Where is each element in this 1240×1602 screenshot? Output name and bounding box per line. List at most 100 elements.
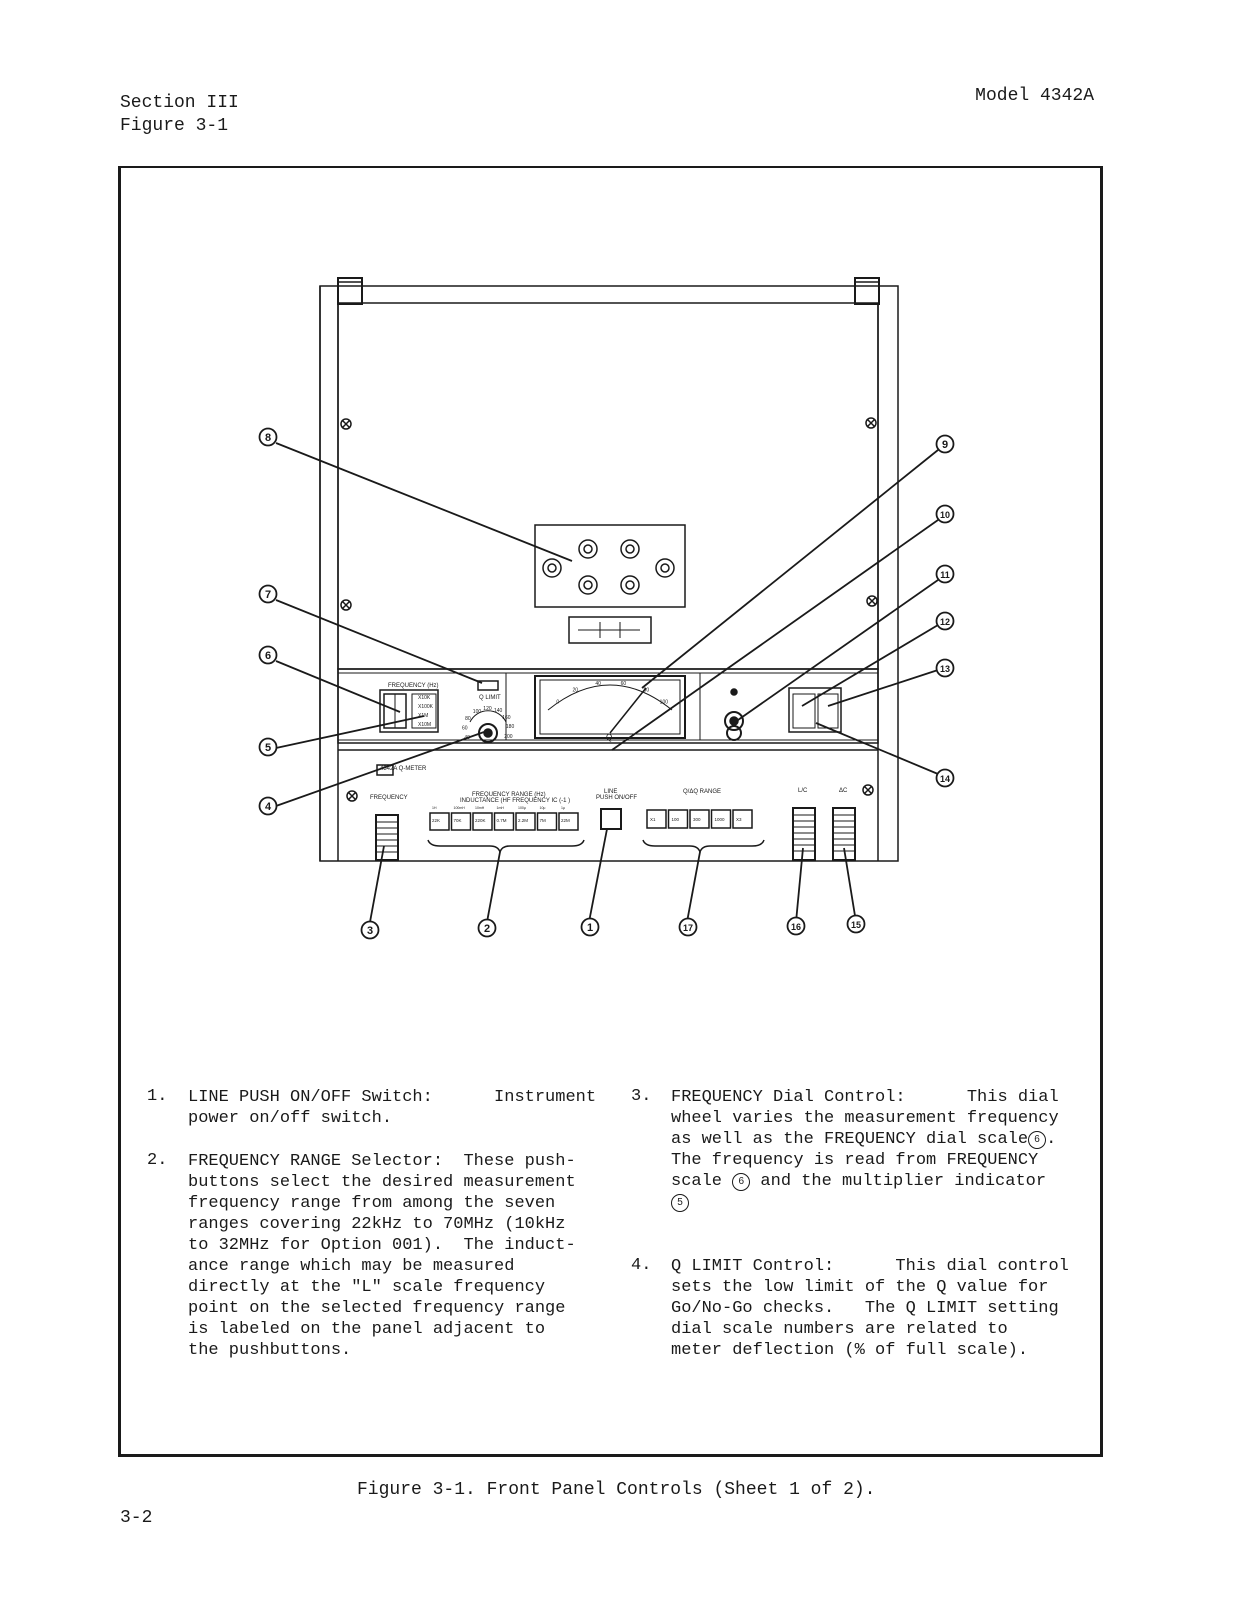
- figure-frame: [118, 166, 1103, 1457]
- q-limit-scale-label: 180: [506, 724, 515, 730]
- item-3-number: 3.: [631, 1087, 652, 1106]
- range-button-label: 0.7M: [497, 818, 507, 823]
- model-plate-label: 4342A Q-METER: [380, 766, 427, 772]
- range-button-icon: [558, 812, 579, 831]
- multiplier-label: X10M: [418, 722, 431, 728]
- callout-9-label: 9: [942, 439, 948, 451]
- callout-7-label: 7: [265, 589, 271, 601]
- callout-7-icon: [258, 584, 278, 604]
- multiplier-label: X100K: [418, 704, 434, 710]
- item-1-text: LINE PUSH ON/OFF Switch: Instrument powe…: [188, 1088, 597, 1128]
- q-range-button-icon: [732, 809, 753, 829]
- q-limit-scale-label: 120: [483, 706, 492, 712]
- q-range-button-label: X1: [650, 817, 656, 822]
- line-switch-icon: [600, 808, 622, 830]
- range-subtitle-label: INDUCTANCE (HF FREQUENCY IC (-1 ): [460, 798, 570, 804]
- callout-3-icon: [360, 920, 380, 940]
- range-button-label: 22K: [432, 818, 440, 823]
- line-sub-label: PUSH ON/OFF: [596, 795, 637, 801]
- q-range-button-label: 100: [672, 817, 680, 822]
- callout-12-label: 12: [940, 617, 950, 627]
- q-limit-scale-label: 160: [502, 715, 511, 721]
- measurement-terminals: [534, 524, 686, 644]
- callout-10-label: 10: [940, 510, 950, 520]
- q-limit-label: Q LIMIT: [479, 695, 501, 701]
- item-3-text: FREQUENCY Dial Control: This dial wheel …: [671, 1087, 1059, 1213]
- callout-13-label: 13: [940, 664, 950, 674]
- instrument-cabinet: [319, 277, 899, 862]
- line-label: LINE: [604, 789, 617, 795]
- item-2-text: FREQUENCY RANGE Selector: These push- bu…: [188, 1152, 576, 1360]
- callout-6-label: 6: [265, 650, 271, 662]
- frequency-dial-label: FREQUENCY (Hz): [388, 683, 439, 689]
- leader-lines: [275, 442, 939, 923]
- frequency-range-buttons: 22K1H70K100mH220K10mH0.7M1mH2.2M100μ7M10…: [429, 806, 579, 831]
- model-label: Model 4342A: [975, 86, 1094, 106]
- meter-q-label: Q: [606, 733, 612, 742]
- q-limit-scale-label: 100: [473, 709, 482, 715]
- item-4-text: Q LIMIT Control: This dial control sets …: [671, 1257, 1069, 1360]
- section-label: Section III: [120, 93, 239, 113]
- meter-scale-label: 60: [621, 681, 627, 687]
- range-button-label: 22M: [561, 818, 570, 823]
- q-range-label: Q/ΔQ RANGE: [683, 789, 721, 795]
- upper-control-strip: [337, 668, 879, 744]
- q-range-button-label: 300: [693, 817, 701, 822]
- callout-5-icon: [258, 737, 278, 757]
- range-inductance-label: 100mH: [454, 806, 466, 810]
- range-inductance-label: 10μ: [540, 806, 546, 810]
- range-title-label: FREQUENCY RANGE (Hz): [472, 792, 546, 798]
- range-inductance-label: 10mH: [475, 806, 485, 810]
- range-button-label: 7M: [540, 818, 547, 823]
- callout-13-icon: [935, 658, 955, 678]
- q-limit-scale-label: 200: [504, 734, 513, 740]
- callout-11-label: 11: [940, 570, 950, 580]
- range-button-label: 70K: [454, 818, 462, 823]
- item-4-number: 4.: [631, 1256, 652, 1275]
- q-range-button-icon: [646, 809, 667, 829]
- q-range-buttons: X1 100 300 1000 X3: [646, 809, 753, 829]
- figure-ref-label: Figure 3-1: [120, 116, 229, 136]
- figure-caption: Figure 3-1. Front Panel Controls (Sheet …: [357, 1480, 876, 1500]
- callout-1-label: 1: [587, 922, 593, 934]
- ref-callout-6-icon: 6: [1028, 1131, 1047, 1149]
- callout-6-icon: [258, 645, 278, 665]
- callout-11-icon: [935, 564, 955, 584]
- callout-16-icon: [786, 916, 806, 936]
- callout-8-icon: [258, 427, 278, 447]
- range-inductance-label: 100μ: [518, 806, 526, 810]
- callout-2-icon: [477, 918, 497, 938]
- q-range-button-icon: [689, 809, 710, 829]
- range-button-icon: [429, 812, 450, 831]
- meter-scale-label: 80: [644, 688, 650, 694]
- callout-17-icon: [678, 917, 698, 937]
- range-button-icon: [515, 812, 536, 831]
- q-range-button-icon: [667, 809, 689, 829]
- q-range-button-label: X3: [736, 817, 742, 822]
- range-inductance-label: 1μ: [561, 806, 565, 810]
- meter-scale-label: 0: [556, 700, 559, 706]
- q-range-button-icon: [710, 809, 732, 829]
- q-limit-scale-label: 140: [494, 708, 503, 714]
- ref-callout-6-icon: 6: [732, 1173, 751, 1191]
- meter-scale-label: 40: [595, 681, 601, 687]
- screw-icon: [340, 417, 878, 802]
- callout-3-label: 3: [367, 925, 373, 937]
- lc-label: L/C: [798, 788, 808, 794]
- multiplier-label: X10K: [418, 695, 431, 701]
- q-limit-scale-label: 60: [462, 725, 468, 731]
- callout-10-icon: [935, 504, 955, 524]
- callout-4-label: 4: [265, 801, 272, 813]
- range-button-icon: [493, 812, 515, 831]
- callout-9-icon: [935, 434, 955, 454]
- range-button-icon: [450, 812, 472, 831]
- callout-15-icon: [846, 914, 866, 934]
- callout-1-icon: [580, 917, 600, 937]
- range-inductance-label: 1mH: [497, 806, 505, 810]
- q-range-button-label: 1000: [715, 817, 726, 822]
- range-button-label: 2.2M: [518, 818, 528, 823]
- range-inductance-label: 1H: [432, 806, 437, 810]
- callout-5-label: 5: [265, 742, 271, 754]
- meter-scale-label: 20: [572, 688, 578, 694]
- range-button-icon: [472, 812, 493, 831]
